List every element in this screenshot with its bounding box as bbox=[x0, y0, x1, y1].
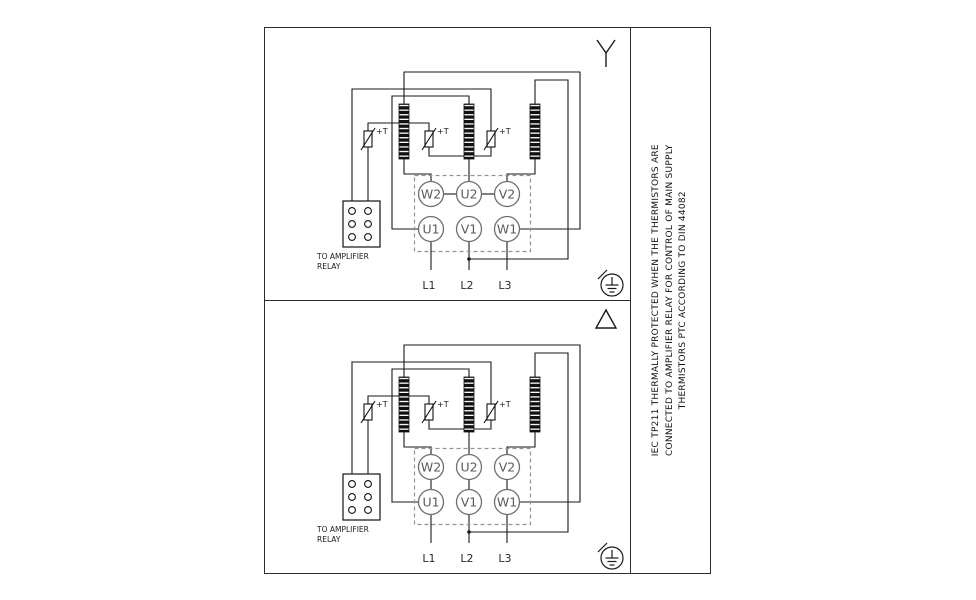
svg-text:W1: W1 bbox=[497, 222, 517, 237]
svg-text:L3: L3 bbox=[498, 279, 511, 292]
thermistor-labels: +T +T +T bbox=[376, 127, 511, 136]
thermistor-icon bbox=[483, 400, 499, 424]
terminal-w1: W1 bbox=[493, 488, 521, 516]
svg-text:U1: U1 bbox=[422, 222, 439, 237]
svg-text:U2: U2 bbox=[460, 460, 477, 475]
star-connection-icon bbox=[596, 39, 616, 67]
terminal-v2: V2 bbox=[493, 180, 521, 208]
winding-coils bbox=[398, 103, 541, 160]
note-line: THERMISTORS PTC ACCORDING TO DIN 44082 bbox=[678, 191, 689, 410]
svg-text:+T: +T bbox=[376, 400, 388, 409]
terminal-w2: W2 bbox=[417, 180, 445, 208]
svg-text:+T: +T bbox=[376, 127, 388, 136]
winding-coil bbox=[529, 376, 541, 433]
svg-text:V1: V1 bbox=[461, 495, 478, 510]
terminals: W2 U2 V2 U1 V1 W1 bbox=[417, 180, 521, 243]
winding-coil bbox=[463, 376, 475, 433]
svg-text:U2: U2 bbox=[460, 187, 477, 202]
wire-junction bbox=[467, 530, 471, 534]
svg-text:V1: V1 bbox=[461, 222, 478, 237]
thermistors bbox=[360, 400, 499, 424]
thermistor-note: IEC TP211 THERMALLY PROTECTED WHEN THE T… bbox=[650, 144, 691, 456]
svg-text:+T: +T bbox=[437, 400, 449, 409]
thermistor-icon bbox=[483, 127, 499, 151]
svg-text:W1: W1 bbox=[497, 495, 517, 510]
svg-text:U1: U1 bbox=[422, 495, 439, 510]
svg-text:+T: +T bbox=[499, 400, 511, 409]
wiring-lines bbox=[351, 71, 581, 270]
star-wiring-svg: +T +T +T W2 U2 V2 U1 V1 W1 bbox=[316, 39, 624, 297]
svg-text:L2: L2 bbox=[460, 552, 473, 565]
svg-text:+T: +T bbox=[437, 127, 449, 136]
ground-icon bbox=[597, 542, 624, 570]
note-line: IEC TP211 THERMALLY PROTECTED WHEN THE T… bbox=[651, 144, 662, 457]
svg-text:L2: L2 bbox=[460, 279, 473, 292]
svg-text:V2: V2 bbox=[499, 460, 516, 475]
svg-text:RELAY: RELAY bbox=[317, 262, 341, 271]
wiring-lines bbox=[351, 344, 581, 543]
delta-connection-icon bbox=[594, 308, 618, 329]
terminal-v2: V2 bbox=[493, 453, 521, 481]
terminal-board-outline bbox=[413, 174, 532, 253]
thermistor-icon bbox=[360, 400, 376, 424]
terminal-u2: U2 bbox=[455, 453, 483, 481]
thermistor-icon bbox=[421, 127, 437, 151]
relay-note: TO AMPLIFIER RELAY bbox=[316, 525, 369, 544]
supply-labels: L1 L2 L3 bbox=[422, 279, 511, 292]
svg-text:W2: W2 bbox=[421, 187, 441, 202]
svg-text:L1: L1 bbox=[422, 279, 435, 292]
terminal-board-outline bbox=[413, 447, 532, 526]
winding-coils bbox=[398, 376, 541, 433]
svg-text:L3: L3 bbox=[498, 552, 511, 565]
winding-coil bbox=[398, 376, 410, 433]
notes-sidebar: IEC TP211 THERMALLY PROTECTED WHEN THE T… bbox=[630, 28, 710, 573]
note-line: CONNECTED TO AMPLIFIER RELAY FOR CONTROL… bbox=[664, 144, 675, 457]
terminal-u2: U2 bbox=[455, 180, 483, 208]
svg-text:+T: +T bbox=[499, 127, 511, 136]
terminal-u1: U1 bbox=[417, 215, 445, 243]
svg-text:W2: W2 bbox=[421, 460, 441, 475]
terminal-v1: V1 bbox=[455, 488, 483, 516]
winding-coil bbox=[463, 103, 475, 160]
svg-text:L1: L1 bbox=[422, 552, 435, 565]
thermistor-icon bbox=[360, 127, 376, 151]
delta-wiring-svg: +T +T +T W2 U2 V2 U1 V1 W1 bbox=[316, 308, 624, 570]
terminals: W2 U2 V2 U1 V1 W1 bbox=[417, 453, 521, 516]
svg-text:V2: V2 bbox=[499, 187, 516, 202]
svg-text:RELAY: RELAY bbox=[317, 535, 341, 544]
star-connection-panel: +T +T +T W2 U2 V2 U1 V1 W1 bbox=[265, 28, 630, 301]
svg-text:TO AMPLIFIER: TO AMPLIFIER bbox=[316, 525, 369, 534]
terminal-u1: U1 bbox=[417, 488, 445, 516]
winding-coil bbox=[398, 103, 410, 160]
delta-connection-panel: +T +T +T W2 U2 V2 U1 V1 W1 bbox=[265, 301, 630, 573]
relay-note: TO AMPLIFIER RELAY bbox=[316, 252, 369, 271]
svg-text:TO AMPLIFIER: TO AMPLIFIER bbox=[316, 252, 369, 261]
thermistor-labels: +T +T +T bbox=[376, 400, 511, 409]
wire-junction bbox=[467, 257, 471, 261]
diagram-frame: +T +T +T W2 U2 V2 U1 V1 W1 bbox=[264, 27, 711, 574]
amplifier-relay-connector bbox=[342, 200, 381, 248]
winding-coil bbox=[529, 103, 541, 160]
terminal-w2: W2 bbox=[417, 453, 445, 481]
amplifier-relay-connector bbox=[342, 473, 381, 521]
terminal-w1: W1 bbox=[493, 215, 521, 243]
ground-icon bbox=[597, 269, 624, 297]
supply-labels: L1 L2 L3 bbox=[422, 552, 511, 565]
thermistor-icon bbox=[421, 400, 437, 424]
terminal-v1: V1 bbox=[455, 215, 483, 243]
thermistors bbox=[360, 127, 499, 151]
